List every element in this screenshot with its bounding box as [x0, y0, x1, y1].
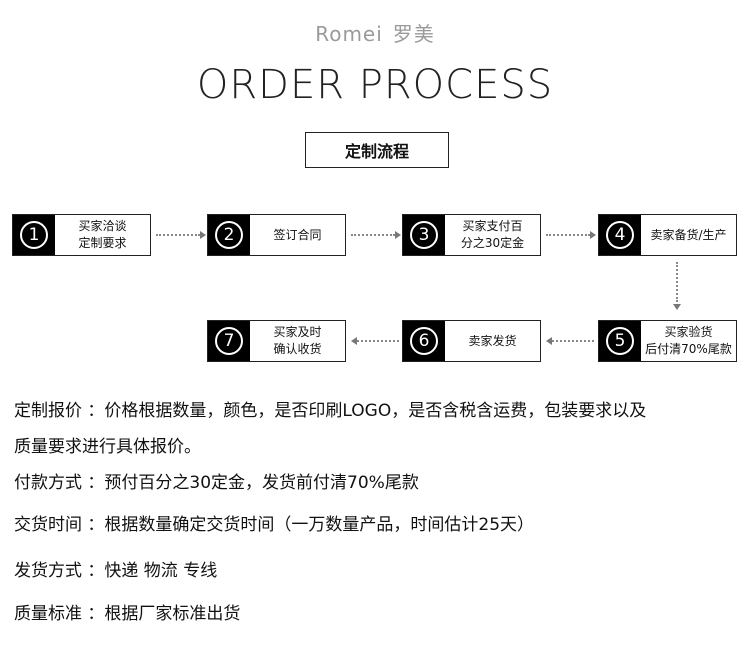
step-6: 6 卖家发货	[402, 320, 541, 362]
connector-dots	[676, 262, 678, 302]
step-number: 5	[606, 327, 634, 355]
step-2: 2 签订合同	[207, 214, 346, 256]
step-1: 1 买家洽谈 定制要求	[12, 214, 151, 256]
step-number-badge: 4	[599, 215, 641, 255]
step-label: 签订合同	[273, 227, 322, 242]
step-7: 7 买家及时 确认收货	[207, 320, 346, 362]
connector-dots	[546, 234, 590, 236]
step-number-badge: 7	[208, 321, 250, 361]
step-label: 买家支付百 分之30定金	[460, 219, 525, 250]
info-quote: 定制报价 ：价格根据数量，颜色，是否印刷LOGO，是否含税含运费，包装要求以及	[14, 401, 647, 421]
step-number: 1	[20, 221, 48, 249]
info-shipping: 发货方式 ：快递 物流 专线	[14, 561, 218, 581]
step-number-badge: 6	[403, 321, 445, 361]
info-delivery-time: 交货时间 ：根据数量确定交货时间（一万数量产品，时间估计25天）	[14, 515, 535, 535]
arrow-right-icon	[395, 231, 401, 239]
page-title: ORDER PROCESS	[196, 62, 554, 108]
connector-dots	[357, 340, 399, 342]
step-label: 卖家发货	[468, 333, 517, 348]
arrow-left-icon	[351, 337, 357, 345]
step-number-badge: 2	[208, 215, 250, 255]
arrow-right-icon	[200, 231, 206, 239]
step-number-badge: 5	[599, 321, 641, 361]
step-3: 3 买家支付百 分之30定金	[402, 214, 541, 256]
step-number: 3	[410, 221, 438, 249]
info-payment: 付款方式 ：预付百分之30定金，发货前付清70%尾款	[14, 473, 419, 493]
step-label: 卖家备货/生产	[650, 227, 727, 242]
arrow-down-icon	[673, 304, 681, 310]
info-quality: 质量标准 ：根据厂家标准出货	[14, 604, 241, 624]
step-number-badge: 3	[403, 215, 445, 255]
step-5: 5 买家验货 后付清70%尾款	[598, 320, 737, 362]
brand-name: Romei 罗美	[0, 18, 750, 47]
info-quote-cont: 质量要求进行具体报价。	[14, 437, 201, 457]
step-label: 买家洽谈 定制要求	[78, 219, 127, 250]
connector-dots	[156, 234, 200, 236]
step-label: 买家验货 后付清70%尾款	[645, 325, 732, 356]
arrow-right-icon	[590, 231, 596, 239]
step-label: 买家及时 确认收货	[273, 325, 322, 356]
brand-cn: 罗美	[392, 22, 435, 46]
step-number: 4	[606, 221, 634, 249]
arrow-left-icon	[546, 337, 552, 345]
section-subtitle: 定制流程	[305, 132, 449, 168]
step-4: 4 卖家备货/生产	[598, 214, 737, 256]
step-number: 2	[215, 221, 243, 249]
connector-dots	[552, 340, 594, 342]
step-number: 6	[410, 327, 438, 355]
brand-en: Romei	[315, 22, 383, 46]
step-number-badge: 1	[13, 215, 55, 255]
step-number: 7	[215, 327, 243, 355]
connector-dots	[351, 234, 395, 236]
